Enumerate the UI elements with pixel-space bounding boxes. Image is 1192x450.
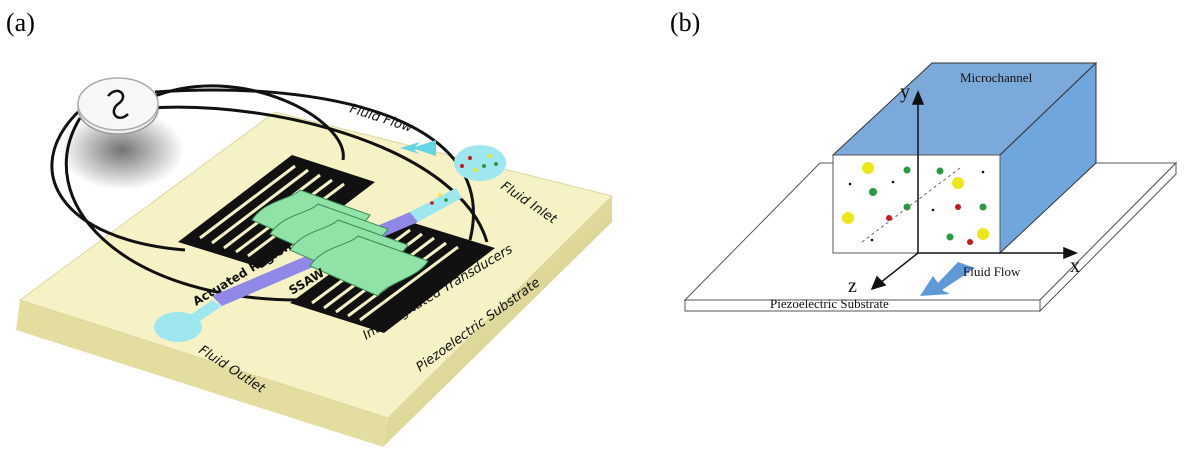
microchannel-front	[832, 154, 1001, 254]
panel-a: Fluid Flow Fluid Inlet Actuated Region S…	[16, 77, 613, 447]
microchannel-label: Microchannel	[960, 70, 1033, 85]
fluid-outlet-reservoir	[154, 312, 202, 342]
ac-signal-icon	[107, 89, 129, 120]
panel-b-label: (b)	[670, 8, 701, 37]
microchannel-inlet	[410, 188, 462, 222]
particles	[842, 162, 989, 245]
axis-y-label: y	[900, 81, 910, 103]
wires	[50, 84, 489, 302]
ssaw-waves	[251, 189, 429, 297]
fluid-flow-label-b: Fluid Flow	[963, 264, 1021, 279]
source-shadow	[60, 110, 184, 190]
axis-x-label: x	[1070, 255, 1080, 277]
fluid-flow-arrow-b	[920, 262, 975, 296]
ac-source	[77, 77, 159, 135]
fluid-inlet-reservoir	[430, 145, 506, 205]
substrate-slab-side	[1039, 161, 1177, 313]
fluid-flow-arrowhead	[412, 140, 436, 156]
center-dash	[861, 167, 961, 243]
panel-a-label: (a)	[6, 8, 35, 37]
substrate-left-side	[16, 300, 388, 447]
axes	[870, 90, 1078, 291]
fluid-flow-label: Fluid Flow	[348, 102, 415, 136]
axis-z-label: z	[848, 275, 857, 297]
piezoelectric-substrate-label-b: Piezoelectric Substrate	[770, 296, 889, 311]
substrate-right-side	[383, 196, 612, 447]
panel-b: Microchannel y x z Fluid Flow Piezoelect…	[683, 61, 1178, 313]
